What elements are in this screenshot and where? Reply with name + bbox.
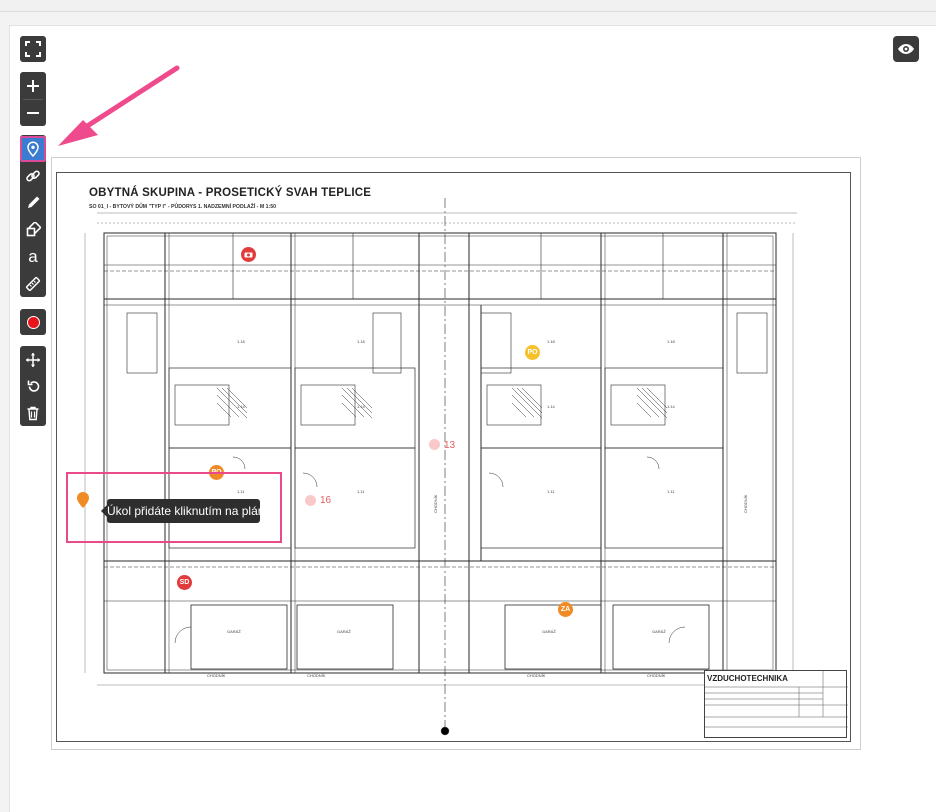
- svg-text:1.11: 1.11: [667, 489, 675, 494]
- edit-tools-group: [20, 346, 46, 426]
- svg-text:GARÁŽ: GARÁŽ: [337, 629, 351, 634]
- annotation-tools-group: a: [20, 135, 46, 297]
- svg-text:1.14: 1.14: [357, 404, 366, 409]
- svg-text:1.14: 1.14: [547, 404, 556, 409]
- svg-text:1.11: 1.11: [357, 489, 365, 494]
- plus-icon: [27, 79, 39, 92]
- svg-text:CHODNÍK: CHODNÍK: [647, 673, 666, 678]
- move-icon: [26, 352, 40, 367]
- fullscreen-icon: [25, 41, 41, 57]
- svg-text:CHODNÍK: CHODNÍK: [743, 494, 748, 513]
- plan-sheet[interactable]: 1.18 1.18 1.18 1.18 1.14 1.14 1.14 1.14 1.11…: [56, 172, 851, 742]
- title-block-grid: [705, 671, 848, 728]
- measure-button[interactable]: [20, 270, 46, 297]
- task-dot[interactable]: [429, 439, 440, 450]
- svg-text:GARÁŽ: GARÁŽ: [227, 629, 241, 634]
- color-picker-button[interactable]: [20, 309, 46, 335]
- task-marker[interactable]: ZA: [558, 602, 573, 617]
- zoom-group: [20, 72, 46, 126]
- svg-text:GARÁŽ: GARÁŽ: [542, 629, 556, 634]
- color-swatch: [26, 315, 40, 329]
- svg-text:1.11: 1.11: [237, 489, 245, 494]
- visibility-toggle-button[interactable]: [893, 36, 919, 62]
- pencil-icon: [27, 196, 39, 208]
- task-marker[interactable]: PO: [525, 345, 540, 360]
- shapes-icon: [26, 222, 41, 237]
- photo-marker[interactable]: [241, 247, 256, 262]
- add-task-tooltip: Úkol přidáte kliknutím na plán: [101, 499, 264, 523]
- plan-paper[interactable]: [51, 157, 861, 750]
- minus-icon: [27, 112, 39, 114]
- task-dot[interactable]: [305, 495, 316, 506]
- undo-button[interactable]: [20, 373, 46, 400]
- svg-text:1.18: 1.18: [357, 339, 366, 344]
- move-button[interactable]: [20, 346, 46, 373]
- trash-icon: [27, 406, 39, 420]
- ruler-icon: [25, 276, 41, 291]
- title-block: [704, 670, 848, 738]
- svg-text:GARÁŽ: GARÁŽ: [652, 629, 666, 634]
- svg-text:CHODNÍK: CHODNÍK: [527, 673, 546, 678]
- shapes-button[interactable]: [20, 216, 46, 243]
- task-number: 16: [320, 495, 332, 506]
- undo-icon: [27, 380, 39, 392]
- task-number: 13: [444, 440, 456, 451]
- add-task-button[interactable]: [20, 136, 46, 162]
- title-block-company: VZDUCHOTECHNIKA: [707, 674, 788, 683]
- plan-title: OBYTNÁ SKUPINA - PROSETICKÝ SVAH TEPLICE: [89, 187, 372, 199]
- camera-icon: [244, 252, 253, 258]
- svg-text:CHODNÍK: CHODNÍK: [207, 673, 226, 678]
- link-icon: [26, 169, 40, 182]
- pin-preview-icon: [76, 491, 90, 514]
- plan-subtitle: SO 01_I - BYTOVÝ DŮM "TYP I" - PŮDORYS 1…: [89, 204, 276, 210]
- svg-text:CHODNÍK: CHODNÍK: [307, 673, 326, 678]
- zoom-out-button[interactable]: [20, 100, 46, 126]
- divider: [23, 99, 43, 100]
- link-button[interactable]: [20, 162, 46, 189]
- svg-text:1.14: 1.14: [237, 404, 246, 409]
- hint-highlight-box: [66, 472, 282, 543]
- task-marker[interactable]: SD: [177, 575, 192, 590]
- eye-icon: [898, 44, 914, 54]
- text-button[interactable]: a: [20, 243, 46, 270]
- annotation-arrow: [58, 65, 180, 146]
- floor-plan-drawing: 1.18 1.18 1.18 1.18 1.14 1.14 1.14 1.14 1.11…: [84, 198, 797, 738]
- svg-text:1.18: 1.18: [547, 339, 556, 344]
- svg-text:1.18: 1.18: [667, 339, 676, 344]
- zoom-in-button[interactable]: [20, 72, 46, 99]
- svg-text:1.18: 1.18: [237, 339, 246, 344]
- fullscreen-button[interactable]: [20, 36, 46, 62]
- top-bar: [0, 0, 936, 12]
- svg-text:CHODNÍK: CHODNÍK: [433, 494, 438, 513]
- map-pin-icon: [27, 141, 39, 157]
- draw-button[interactable]: [20, 189, 46, 216]
- delete-button[interactable]: [20, 400, 46, 426]
- svg-text:1.11: 1.11: [547, 489, 555, 494]
- svg-text:1.14: 1.14: [667, 404, 676, 409]
- text-letter: a: [28, 247, 38, 266]
